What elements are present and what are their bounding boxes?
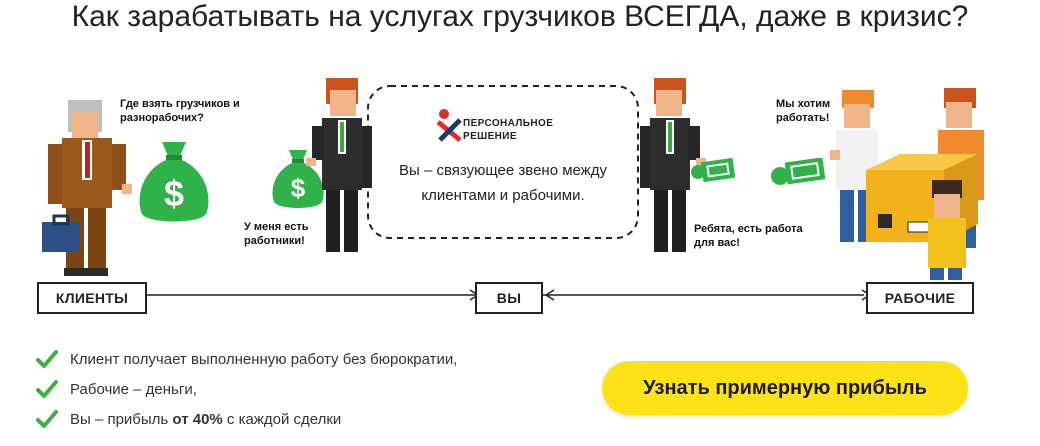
- cash-icon: [691, 158, 736, 183]
- logo-icon: [436, 109, 462, 142]
- benefit-text-suffix: с каждой сделки: [222, 410, 342, 428]
- benefit-item: Клиент получает выполненную работу без б…: [36, 348, 457, 370]
- workers-label-box: РАБОЧИЕ: [866, 282, 974, 314]
- benefit-text-prefix: Вы – прибыль: [70, 410, 173, 428]
- benefit-item: Вы – прибыль от 40% с каждой сделки: [36, 408, 341, 430]
- benefit-text: Клиент получает выполненную работу без б…: [70, 350, 458, 368]
- benefit-item: Рабочие – деньги,: [36, 378, 197, 400]
- clients-label-box: КЛИЕНТЫ: [37, 282, 147, 314]
- benefit-text-highlight: от 40%: [172, 410, 223, 428]
- agent-figure-left-illustration: [306, 78, 372, 252]
- money-bag-icon: $: [272, 150, 324, 208]
- workers-group-illustration: [830, 88, 984, 280]
- agent-have-job-caption: Ребята, есть работа для вас!: [694, 223, 803, 249]
- agent-figure-right-illustration: [640, 78, 706, 252]
- checkmark-icon: [36, 410, 58, 428]
- page-title: Как зарабатывать на услугах грузчиков ВС…: [71, 0, 969, 33]
- client-question-caption: Где взять грузчиков и разнорабочих?: [120, 98, 240, 124]
- money-bag-icon: $: [139, 142, 209, 222]
- logo-text-line2: РЕШЕНИЕ: [463, 131, 517, 142]
- svg-text:$: $: [291, 173, 306, 203]
- svg-text:$: $: [164, 173, 184, 214]
- client-figure-illustration: [42, 100, 132, 276]
- workers-want-caption: Мы хотим работать!: [776, 98, 831, 124]
- you-label-box: ВЫ: [475, 282, 543, 314]
- center-description: Вы – связующее звено между клиентами и р…: [399, 162, 607, 204]
- agent-have-workers-caption: У меня есть работники!: [244, 221, 309, 247]
- cash-icon: [771, 158, 826, 185]
- benefit-text: Рабочие – деньги,: [70, 380, 197, 398]
- estimate-profit-button[interactable]: Узнать примерную прибыль: [602, 361, 968, 415]
- logo-text-line1: ПЕРСОНАЛЬНОЕ: [463, 118, 554, 129]
- checkmark-icon: [36, 350, 58, 368]
- checkmark-icon: [36, 380, 58, 398]
